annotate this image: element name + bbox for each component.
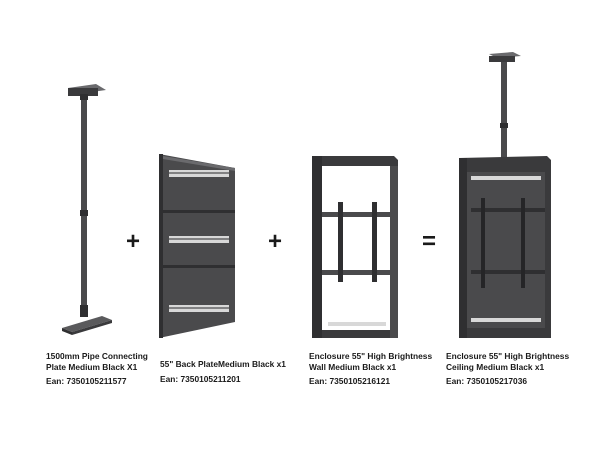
ceiling-enclosure-name-line2: Ceiling Medium Black x1 bbox=[446, 362, 545, 372]
back-plate-icon bbox=[159, 154, 235, 338]
wall-enclosure-icon bbox=[312, 156, 398, 338]
equals-operator: = bbox=[422, 228, 437, 255]
back-plate-name: 55" Back PlateMedium Black x1 bbox=[160, 359, 286, 369]
pipe-caption: 1500mm Pipe Connecting Plate Medium Blac… bbox=[46, 351, 148, 387]
back-plate-product-image bbox=[155, 150, 240, 340]
ceiling-enclosure-name-line1: Enclosure 55" High Brightness bbox=[446, 351, 570, 361]
pipe-name-line1: 1500mm Pipe Connecting bbox=[46, 351, 148, 361]
back-plate-caption: 55" Back PlateMedium Black x1 Ean: 73501… bbox=[160, 359, 286, 385]
wall-enclosure-name-line2: Wall Medium Black x1 bbox=[309, 362, 397, 372]
ceiling-enclosure-ean: Ean: 7350105217036 bbox=[446, 376, 528, 386]
pipe-name-line2: Plate Medium Black X1 bbox=[46, 362, 138, 372]
pipe-product-image bbox=[58, 80, 118, 340]
plus-operator-2: + bbox=[268, 228, 283, 255]
wall-enclosure-caption: Enclosure 55" High Brightness Wall Mediu… bbox=[309, 351, 432, 387]
back-plate-ean: Ean: 7350105211201 bbox=[160, 374, 241, 384]
ceiling-enclosure-icon bbox=[459, 52, 551, 338]
plus-operator-1: + bbox=[126, 228, 141, 255]
ceiling-enclosure-product-image bbox=[455, 48, 555, 343]
wall-enclosure-name-line1: Enclosure 55" High Brightness bbox=[309, 351, 433, 361]
pipe-ean: Ean: 7350105211577 bbox=[46, 376, 127, 386]
ceiling-enclosure-caption: Enclosure 55" High Brightness Ceiling Me… bbox=[446, 351, 569, 387]
wall-enclosure-ean: Ean: 7350105216121 bbox=[309, 376, 391, 386]
ceiling-pipe-icon bbox=[62, 84, 112, 335]
wall-enclosure-product-image bbox=[308, 152, 403, 342]
